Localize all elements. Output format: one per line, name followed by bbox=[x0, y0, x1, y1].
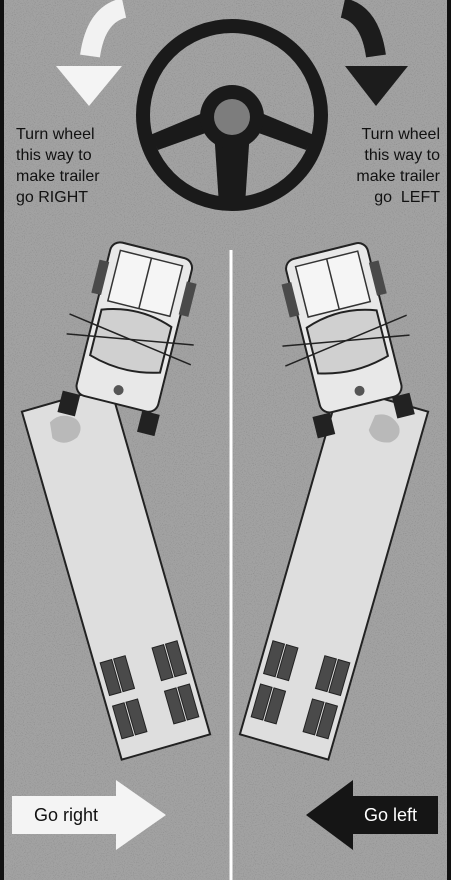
right-instruction-line: this way to bbox=[364, 147, 440, 164]
right-trailer-tires bbox=[250, 640, 351, 740]
go-left-arrow-icon bbox=[306, 780, 438, 850]
left-instruction-text: Turn wheel this way to make trailer go R… bbox=[16, 124, 146, 208]
right-instruction-line: Turn wheel bbox=[361, 126, 440, 143]
right-border bbox=[447, 0, 451, 880]
left-instruction-line: this way to bbox=[16, 147, 92, 164]
left-trailer bbox=[20, 385, 212, 761]
right-truck-cab bbox=[281, 242, 415, 439]
right-instruction-line: go LEFT bbox=[374, 189, 440, 206]
steering-wheel-icon bbox=[136, 19, 328, 211]
left-turn-arrow-icon bbox=[56, 0, 127, 106]
left-instruction-line: make trailer bbox=[16, 168, 100, 185]
left-instruction-line: Turn wheel bbox=[16, 126, 95, 143]
left-truck-cab bbox=[57, 241, 197, 437]
right-instruction-line: make trailer bbox=[356, 168, 440, 185]
right-instruction-text: Turn wheel this way to make trailer go L… bbox=[318, 124, 440, 208]
go-left-label: Go left bbox=[364, 805, 418, 825]
left-instruction-line: go RIGHT bbox=[16, 189, 89, 206]
go-right-label: Go right bbox=[34, 805, 99, 825]
right-turn-arrow-icon bbox=[340, 0, 408, 106]
left-border bbox=[0, 0, 4, 880]
go-right-arrow-icon bbox=[12, 780, 166, 850]
left-trailer-tires bbox=[99, 640, 200, 740]
